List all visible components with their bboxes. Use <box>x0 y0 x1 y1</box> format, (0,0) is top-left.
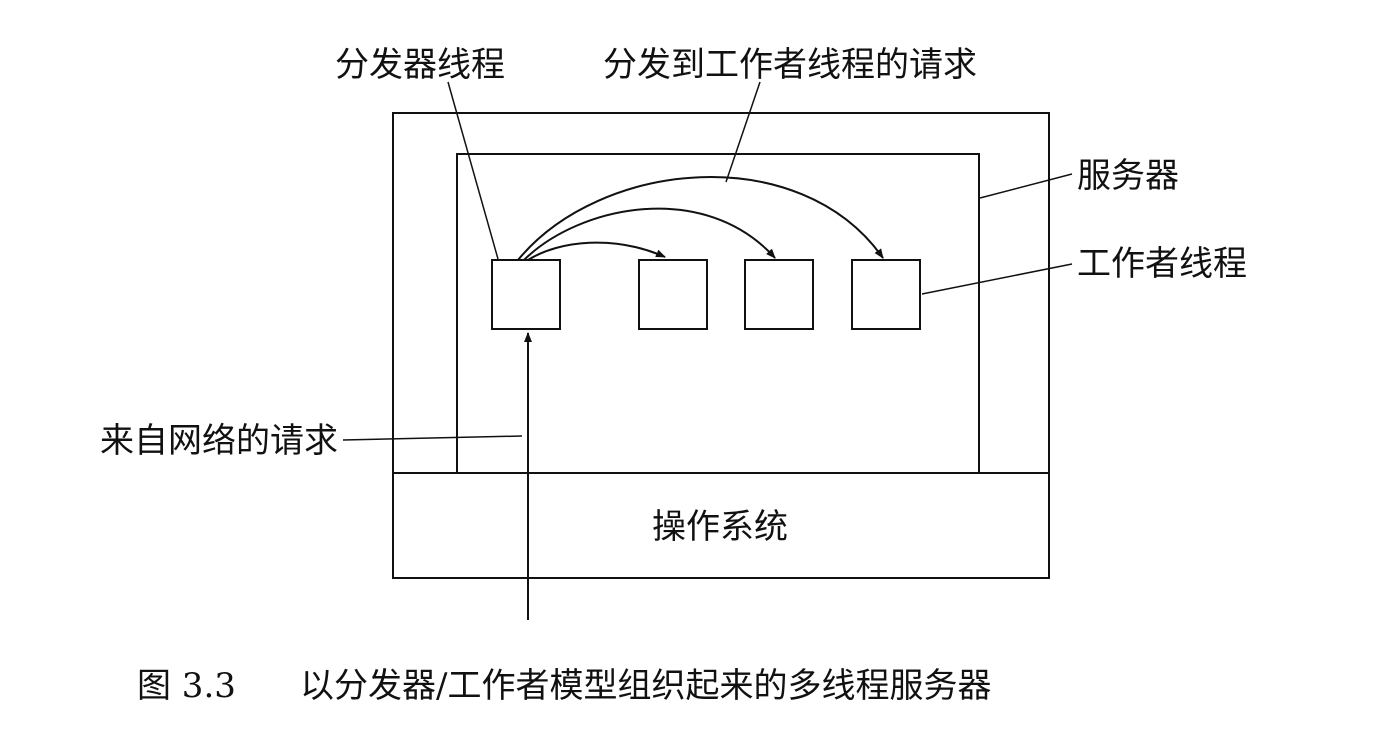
leader-network-request <box>342 435 523 441</box>
dispatch-arc-2 <box>523 207 776 261</box>
worker-thread-box-1 <box>638 259 708 330</box>
dispatch-arc-1 <box>527 241 666 261</box>
figure-number: 图 3.3 <box>137 666 236 706</box>
label-operating-system: 操作系统 <box>652 507 788 547</box>
worker-thread-box-3 <box>851 259 921 330</box>
leader-dispatcher-thread <box>447 81 499 260</box>
label-server: 服务器 <box>1077 156 1179 196</box>
figure-caption: 以分发器/工作者模型组织起来的多线程服务器 <box>300 666 991 706</box>
dispatch-arc-3 <box>517 176 884 261</box>
label-worker-thread: 工作者线程 <box>1077 244 1247 284</box>
leader-dispatch-request <box>725 81 761 183</box>
worker-thread-box-2 <box>744 259 814 330</box>
server-box <box>392 112 1050 579</box>
label-network-request: 来自网络的请求 <box>100 421 338 461</box>
leader-worker-thread <box>921 263 1073 295</box>
process-box <box>456 153 980 474</box>
leader-server <box>979 173 1073 199</box>
dispatcher-thread-box <box>491 259 561 330</box>
label-dispatcher-thread: 分发器线程 <box>335 45 505 85</box>
label-dispatch-request: 分发到工作者线程的请求 <box>603 45 977 85</box>
